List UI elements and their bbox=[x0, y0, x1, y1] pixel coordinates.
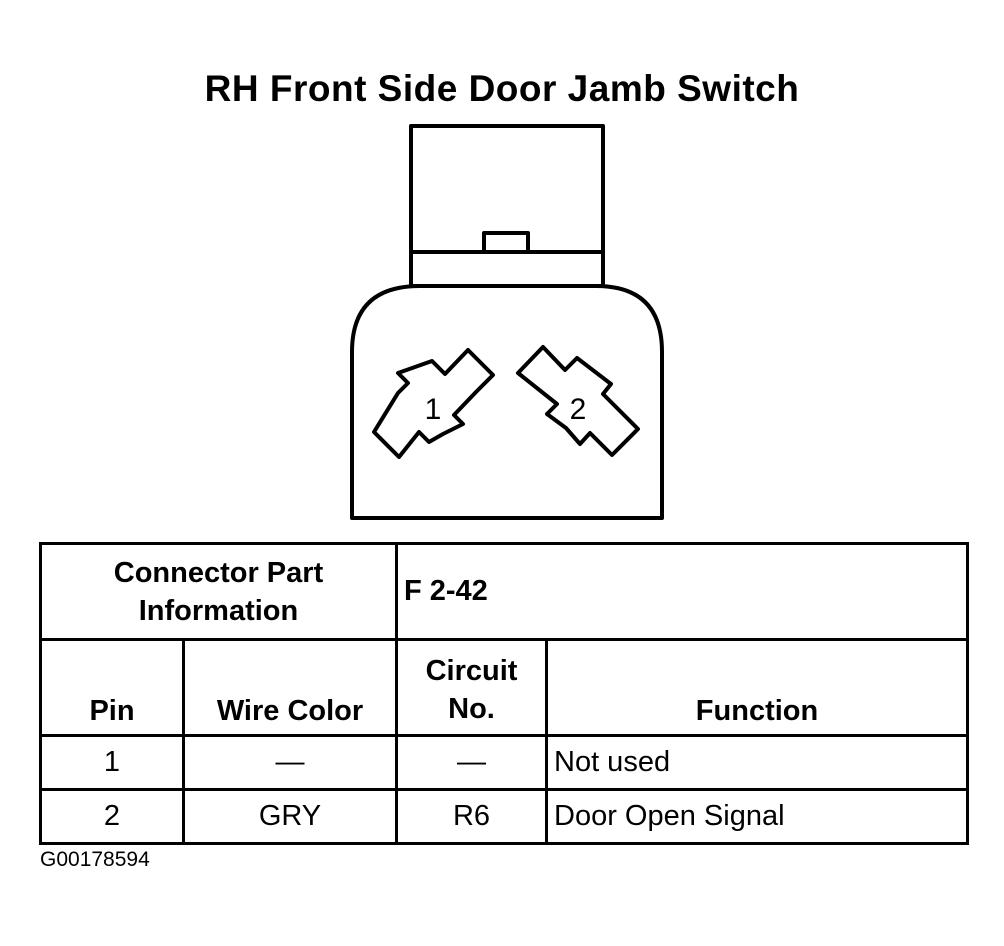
part-info-label: Connector Part Information bbox=[113, 556, 324, 627]
terminal-cavity-1 bbox=[372, 348, 495, 459]
part-info-value: F 2-42 bbox=[394, 542, 970, 641]
connector-body bbox=[350, 284, 664, 520]
diagram-title: RH Front Side Door Jamb Switch bbox=[204, 68, 800, 109]
row-2-pin: 2 bbox=[39, 788, 185, 845]
row-1-function: Not used bbox=[544, 734, 970, 791]
part-info-label-cell: Connector Part Information bbox=[39, 542, 398, 641]
connector-latch-housing bbox=[409, 124, 605, 288]
row-1-wire-color: — bbox=[182, 734, 398, 791]
pin-2-label: 2 bbox=[570, 393, 587, 426]
row-2-wire-color: GRY bbox=[182, 788, 398, 845]
header-function: Function bbox=[544, 638, 970, 737]
table-row: 1 — — Not used bbox=[39, 734, 970, 791]
header-wire-color: Wire Color bbox=[182, 638, 398, 737]
connector-face-diagram: 1 2 bbox=[350, 124, 664, 520]
figure-id: G00178594 bbox=[40, 848, 150, 871]
table-row: 2 GRY R6 Door Open Signal bbox=[39, 788, 970, 845]
pin-1-label: 1 bbox=[425, 393, 442, 426]
row-2-function: Door Open Signal bbox=[544, 788, 970, 845]
row-1-pin: 1 bbox=[39, 734, 185, 791]
row-2-circuit-no: R6 bbox=[395, 788, 548, 845]
connector-latch-tab bbox=[482, 231, 530, 254]
connector-info-table: Connector Part Information F 2-42 Pin Wi… bbox=[39, 542, 970, 845]
header-circuit-no-cell: Circuit No. bbox=[395, 638, 548, 737]
header-pin: Pin bbox=[39, 638, 185, 737]
header-circuit-no: Circuit No. bbox=[425, 655, 518, 725]
row-1-circuit-no: — bbox=[395, 734, 548, 791]
terminal-cavity-2 bbox=[516, 345, 640, 457]
